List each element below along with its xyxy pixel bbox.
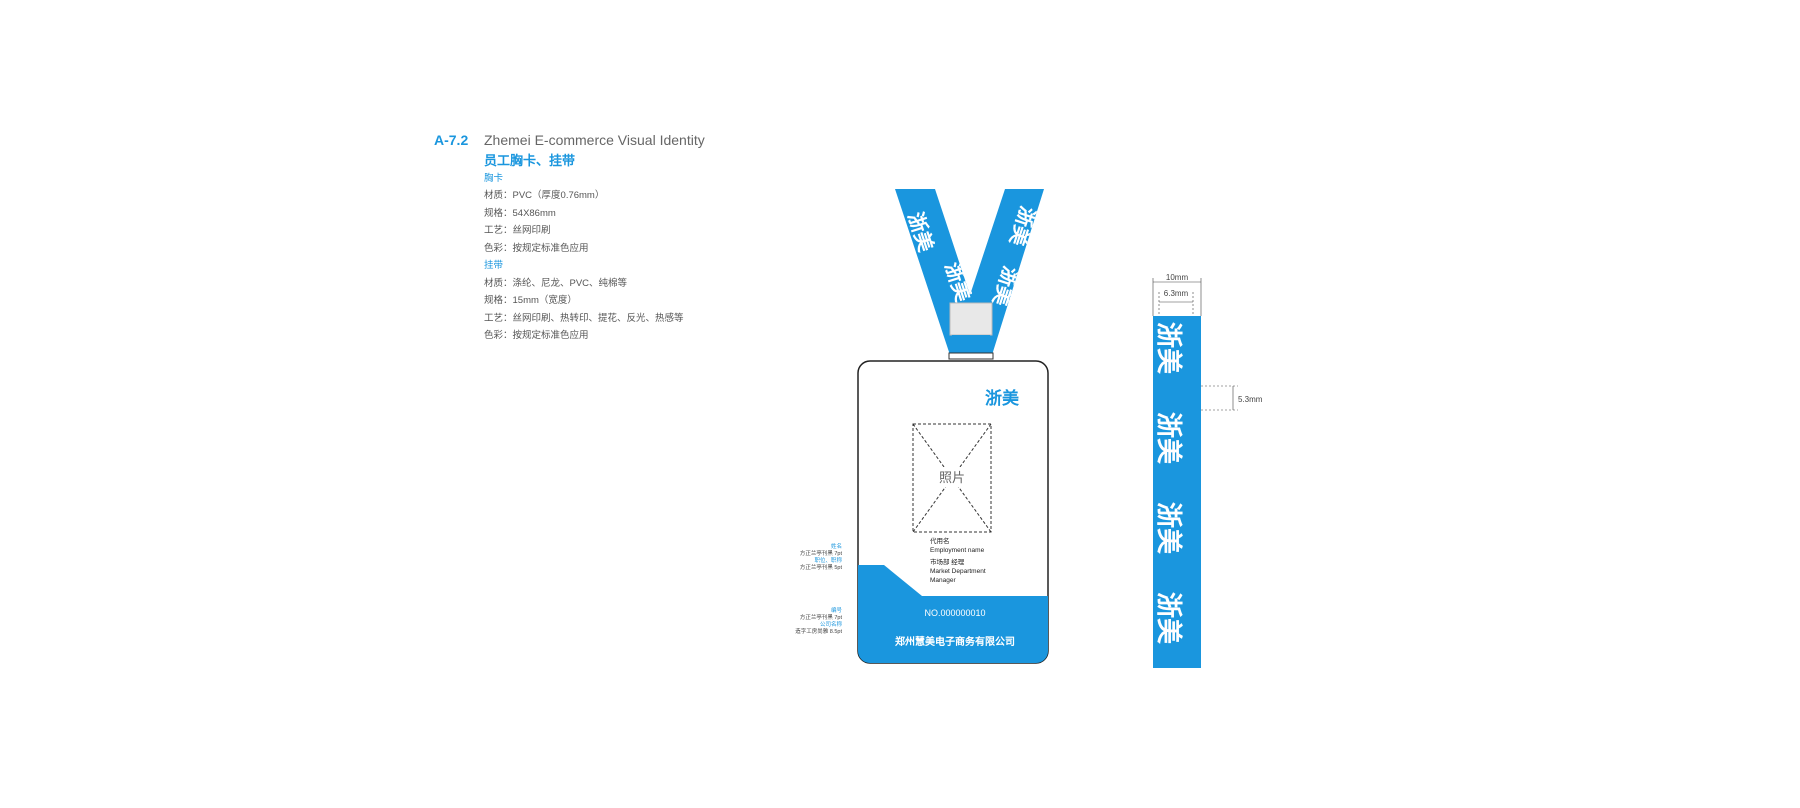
lanyard-spec-line: 工艺：丝网印刷、热转印、提花、反光、热感等 — [484, 313, 684, 324]
badge-spec-line: 材质：PVC（厚度0.76mm） — [484, 190, 605, 201]
lanyard-clip — [949, 302, 993, 336]
page-subtitle: 员工胸卡、挂带 — [484, 153, 576, 168]
employee-name-cn: 代用名 — [930, 536, 950, 545]
department-en: Market Department — [930, 568, 986, 575]
lanyard-logo: 浙美 — [1154, 412, 1184, 464]
badge-spec-line: 色彩：按规定标准色应用 — [484, 243, 589, 254]
lanyard-logo: 浙美 — [1154, 322, 1184, 374]
lanyard-logo: 浙美 — [1154, 592, 1184, 644]
logo-height-label: 5.3mm — [1238, 395, 1263, 404]
number-annotation: 编号 方正兰亭刊黑 7pt 公司名称 造字工房尚雅 8.5pt — [795, 608, 842, 635]
position-en: Manager — [930, 577, 956, 584]
page-title: Zhemei E-commerce Visual Identity — [484, 132, 705, 148]
company-name: 郑州慧美电子商务有限公司 — [895, 635, 1015, 648]
badge-spec-line: 规格：54X86mm — [484, 208, 556, 219]
lanyard-spec-line: 色彩：按规定标准色应用 — [484, 330, 589, 341]
lanyard-spec-line: 规格：15mm（宽度） — [484, 295, 577, 306]
lanyard-logo: 浙美 — [1154, 502, 1184, 554]
badge-illustration: 浙美 浙美 浙美 浙美 浙美 照片 代用名 Employment name 市场… — [857, 189, 1049, 664]
photo-label: 照片 — [939, 471, 965, 486]
logo-width-label: 6.3mm — [1164, 289, 1189, 298]
lanyard-band — [1153, 316, 1201, 668]
badge-blue-band — [858, 565, 1048, 663]
lanyard-detail: 10mm 6.3mm 浙美 浙美 浙美 浙美 5.3mm — [1152, 273, 1263, 668]
name-annotation: 姓名 方正兰亭刊黑 7pt 职位、职称 方正兰亭刊黑 5pt — [799, 544, 842, 571]
employee-number: NO.000000010 — [924, 608, 985, 618]
employee-name-en: Employment name — [930, 547, 985, 554]
badge-spec-line: 工艺：丝网印刷 — [484, 225, 551, 236]
badge-spec-heading: 胸卡 — [484, 173, 504, 184]
lanyard-width-label: 10mm — [1166, 273, 1189, 282]
lanyard-strap — [895, 189, 1044, 355]
department-cn: 市场部 经理 — [930, 557, 965, 566]
lanyard-spec-line: 材质：涤纶、尼龙、PVC、纯棉等 — [484, 278, 628, 289]
section-code: A-7.2 — [434, 132, 469, 148]
lanyard-spec-heading: 挂带 — [484, 260, 504, 271]
badge-logo: 浙美 — [985, 388, 1020, 408]
